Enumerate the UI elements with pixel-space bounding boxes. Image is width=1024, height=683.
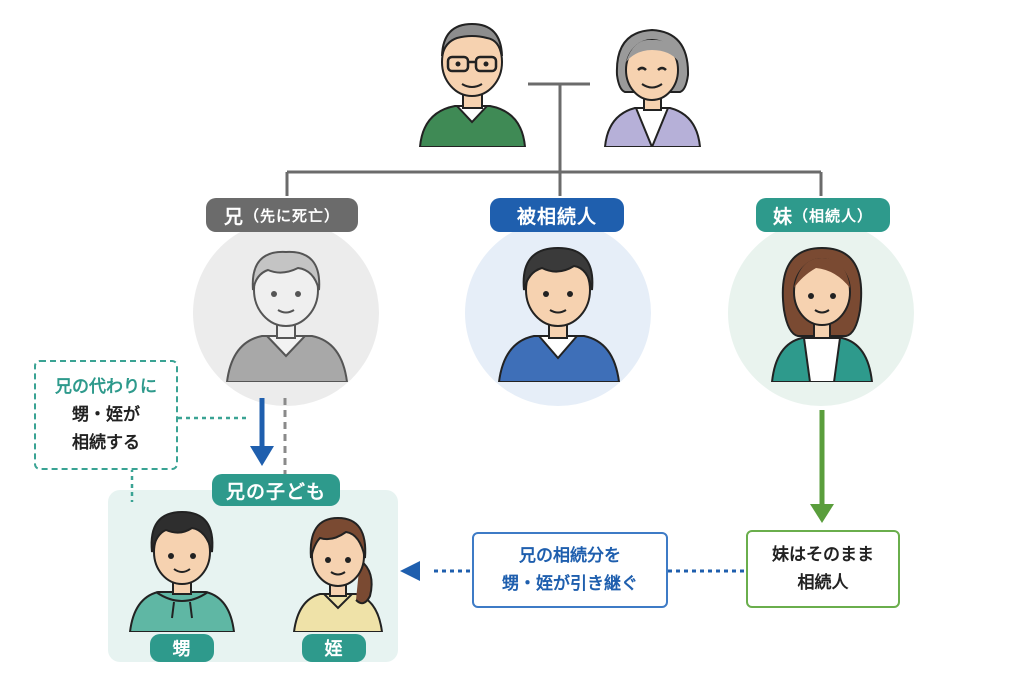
- sister-figure: [770, 246, 874, 382]
- niece-figure: [292, 516, 384, 632]
- grandfather-figure: [418, 22, 527, 147]
- substitute-note-line1: 兄の代わりに: [55, 377, 157, 397]
- sister-label: 妹（相続人）: [756, 198, 890, 232]
- sister-stays-note: 妹はそのまま 相続人: [746, 530, 900, 608]
- nephew-label: 甥: [150, 634, 214, 662]
- grandmother-figure: [603, 28, 702, 147]
- sister-arrow-head: [810, 504, 834, 523]
- note-connector: [130, 416, 250, 502]
- brother-figure: [225, 250, 349, 382]
- sister-label-sub: （相続人）: [793, 206, 874, 225]
- share-arrow-head: [400, 561, 420, 581]
- substitute-note: 兄の代わりに 甥・姪が 相続する: [34, 360, 178, 470]
- sister-stays-note-line2: 相続人: [797, 573, 849, 593]
- brother-label-sub: （先に死亡）: [244, 206, 341, 225]
- substitute-note-line3: 相続する: [72, 433, 140, 453]
- nephew-figure: [128, 510, 236, 632]
- niece-label: 姪: [302, 634, 366, 662]
- deceased-label: 被相続人: [490, 198, 624, 232]
- family-tree-lines: [285, 82, 823, 196]
- share-note-line1: 兄の相続分を: [519, 546, 621, 566]
- deceased-figure: [497, 246, 621, 382]
- brother-label: 兄（先に死亡）: [206, 198, 358, 232]
- sister-stays-note-line1: 妹はそのまま: [772, 545, 874, 565]
- substitute-note-line2: 甥・姪が: [72, 405, 140, 425]
- sister-label-main: 妹: [772, 205, 793, 228]
- share-note-line2: 甥・姪が引き継ぐ: [502, 574, 638, 594]
- share-note: 兄の相続分を 甥・姪が引き継ぐ: [472, 532, 668, 608]
- substitute-arrow-head: [250, 446, 274, 466]
- children-group-label: 兄の子ども: [212, 474, 340, 506]
- brother-label-main: 兄: [223, 205, 244, 228]
